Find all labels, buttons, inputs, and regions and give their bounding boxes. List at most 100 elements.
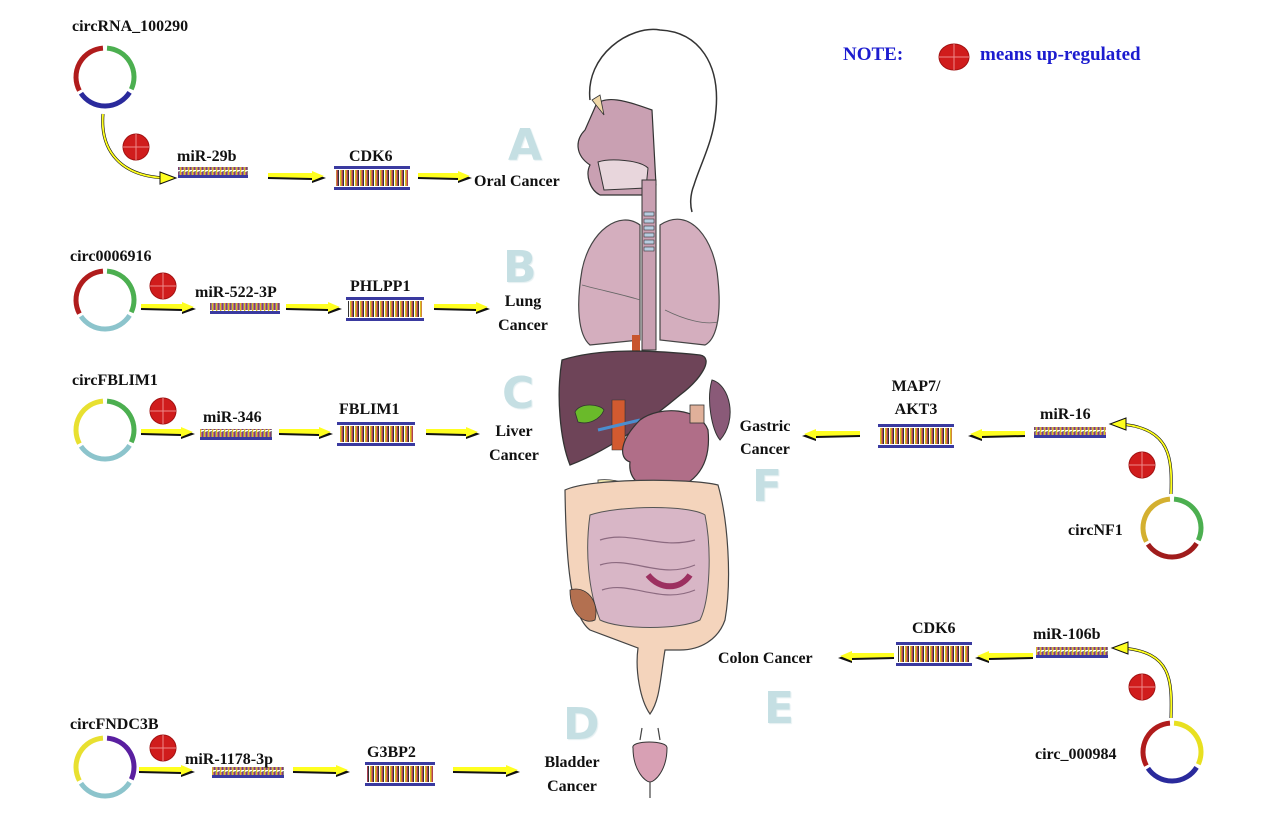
section-letter-c: C <box>502 368 535 419</box>
mirna-label-f: miR-16 <box>1040 406 1091 423</box>
arrow-d3 <box>453 765 520 777</box>
dna-strand-top <box>365 762 435 765</box>
mirna-icon-c <box>200 429 272 440</box>
dna-bases <box>336 170 408 186</box>
circrna-ring-segment <box>1145 765 1199 784</box>
gallbladder <box>574 404 605 424</box>
arrow-f1 <box>968 429 1025 441</box>
circrna-label-c: circFBLIM1 <box>72 372 158 389</box>
cancer-label-b-line2: Cancer <box>498 317 548 334</box>
mirna-backbone <box>212 775 284 778</box>
circrna-ring-segment <box>106 398 137 444</box>
mirna-bases <box>212 767 284 775</box>
mirna-backbone <box>210 311 280 314</box>
curve-arrow-head-e <box>1110 641 1129 655</box>
mrna-icon-a <box>334 166 410 190</box>
arrow-d1 <box>139 765 195 777</box>
target-label-c: FBLIM1 <box>339 401 400 418</box>
dna-strand-bottom <box>896 663 972 666</box>
mirna-icon-d <box>212 767 284 778</box>
section-letter-b: B <box>503 242 537 293</box>
circrna-label-b: circ0006916 <box>70 248 152 265</box>
arrow-b2 <box>286 302 342 314</box>
circrna-ring-f <box>1140 496 1204 560</box>
circrna-ring-segment <box>73 735 104 782</box>
circrna-label-f: circNF1 <box>1068 522 1123 539</box>
mirna-icon-a <box>178 167 248 178</box>
curve-arrow-a <box>101 113 171 180</box>
up-regulated-mark-d <box>149 734 177 762</box>
mirna-bases <box>1034 427 1106 435</box>
cancer-label-f-line1: Gastric <box>739 418 791 435</box>
dna-strand-top <box>337 422 415 425</box>
circrna-ring-segment <box>1140 496 1171 543</box>
circrna-ring-b <box>73 268 137 332</box>
circrna-ring-segment <box>106 735 137 781</box>
section-letter-e: E <box>764 683 795 734</box>
mirna-label-b: miR-522-3P <box>195 284 277 301</box>
arrow-c2 <box>279 427 333 439</box>
curve-arrow-head-a <box>159 171 178 185</box>
circrna-ring-segment <box>1145 541 1199 560</box>
bladder <box>632 741 668 783</box>
arrow-body <box>434 302 488 312</box>
arrow-body <box>279 427 331 437</box>
arrow-body <box>426 427 478 437</box>
mirna-icon-f <box>1034 427 1106 438</box>
circrna-ring-segment <box>78 90 132 109</box>
mirna-label-d: miR-1178-3p <box>185 751 273 768</box>
arrow-body <box>139 765 193 775</box>
target-label-f-line2: AKT3 <box>894 401 938 418</box>
up-regulated-mark-f <box>1128 451 1156 479</box>
mrna-icon-c <box>337 422 415 446</box>
arrow-body <box>970 429 1025 439</box>
circrna-ring-segment <box>106 268 137 314</box>
dna-strand-bottom <box>337 443 415 446</box>
left-lung <box>578 219 641 346</box>
cancer-label-f-line2: Cancer <box>740 441 790 458</box>
up-regulated-mark-b <box>149 272 177 300</box>
target-label-e: CDK6 <box>912 620 956 637</box>
arrow-body <box>293 765 348 775</box>
circrna-ring-segment <box>73 398 104 445</box>
dna-strand-bottom <box>878 445 954 448</box>
arrow-body <box>141 302 194 312</box>
cancer-label-d-line1: Bladder <box>544 754 600 771</box>
arrow-e2 <box>838 651 894 663</box>
mirna-backbone <box>200 437 272 440</box>
curve-arrow-f <box>1119 422 1173 495</box>
dna-strand-bottom <box>334 187 410 190</box>
cancer-label-d-line2: Cancer <box>547 778 597 795</box>
liver <box>558 350 707 466</box>
circrna-ring-e <box>1140 720 1204 784</box>
dna-strand-top <box>896 642 972 645</box>
dna-bases <box>367 766 433 782</box>
target-label-b: PHLPP1 <box>350 278 411 295</box>
spleen <box>709 379 731 441</box>
up-regulated-mark-c <box>149 397 177 425</box>
circrna-ring-segment <box>73 45 104 92</box>
mrna-icon-d <box>365 762 435 786</box>
circrna-ring-d <box>73 735 137 799</box>
cancer-label-c-line2: Cancer <box>489 447 539 464</box>
mirna-backbone <box>178 175 248 178</box>
arrow-e1 <box>975 651 1033 663</box>
mirna-icon-e <box>1036 647 1108 658</box>
arrow-layer <box>73 45 1204 799</box>
dna-bases <box>880 428 952 444</box>
circrna-ring-segment <box>1140 720 1171 767</box>
up-regulated-mark-a <box>122 133 150 161</box>
arrow-body <box>286 302 340 312</box>
dna-strand-top <box>346 297 424 300</box>
arrow-a2 <box>418 171 472 183</box>
circrna-ring-c <box>73 398 137 462</box>
arrow-body <box>268 171 324 181</box>
cancer-label-e: Colon Cancer <box>718 650 813 667</box>
arrow-b1 <box>141 302 196 314</box>
mirna-backbone <box>1034 435 1106 438</box>
mrna-icon-e <box>896 642 972 666</box>
dna-strand-top <box>878 424 954 427</box>
dna-bases <box>339 426 413 442</box>
curve-body <box>101 113 171 179</box>
target-label-d: G3BP2 <box>367 744 416 761</box>
